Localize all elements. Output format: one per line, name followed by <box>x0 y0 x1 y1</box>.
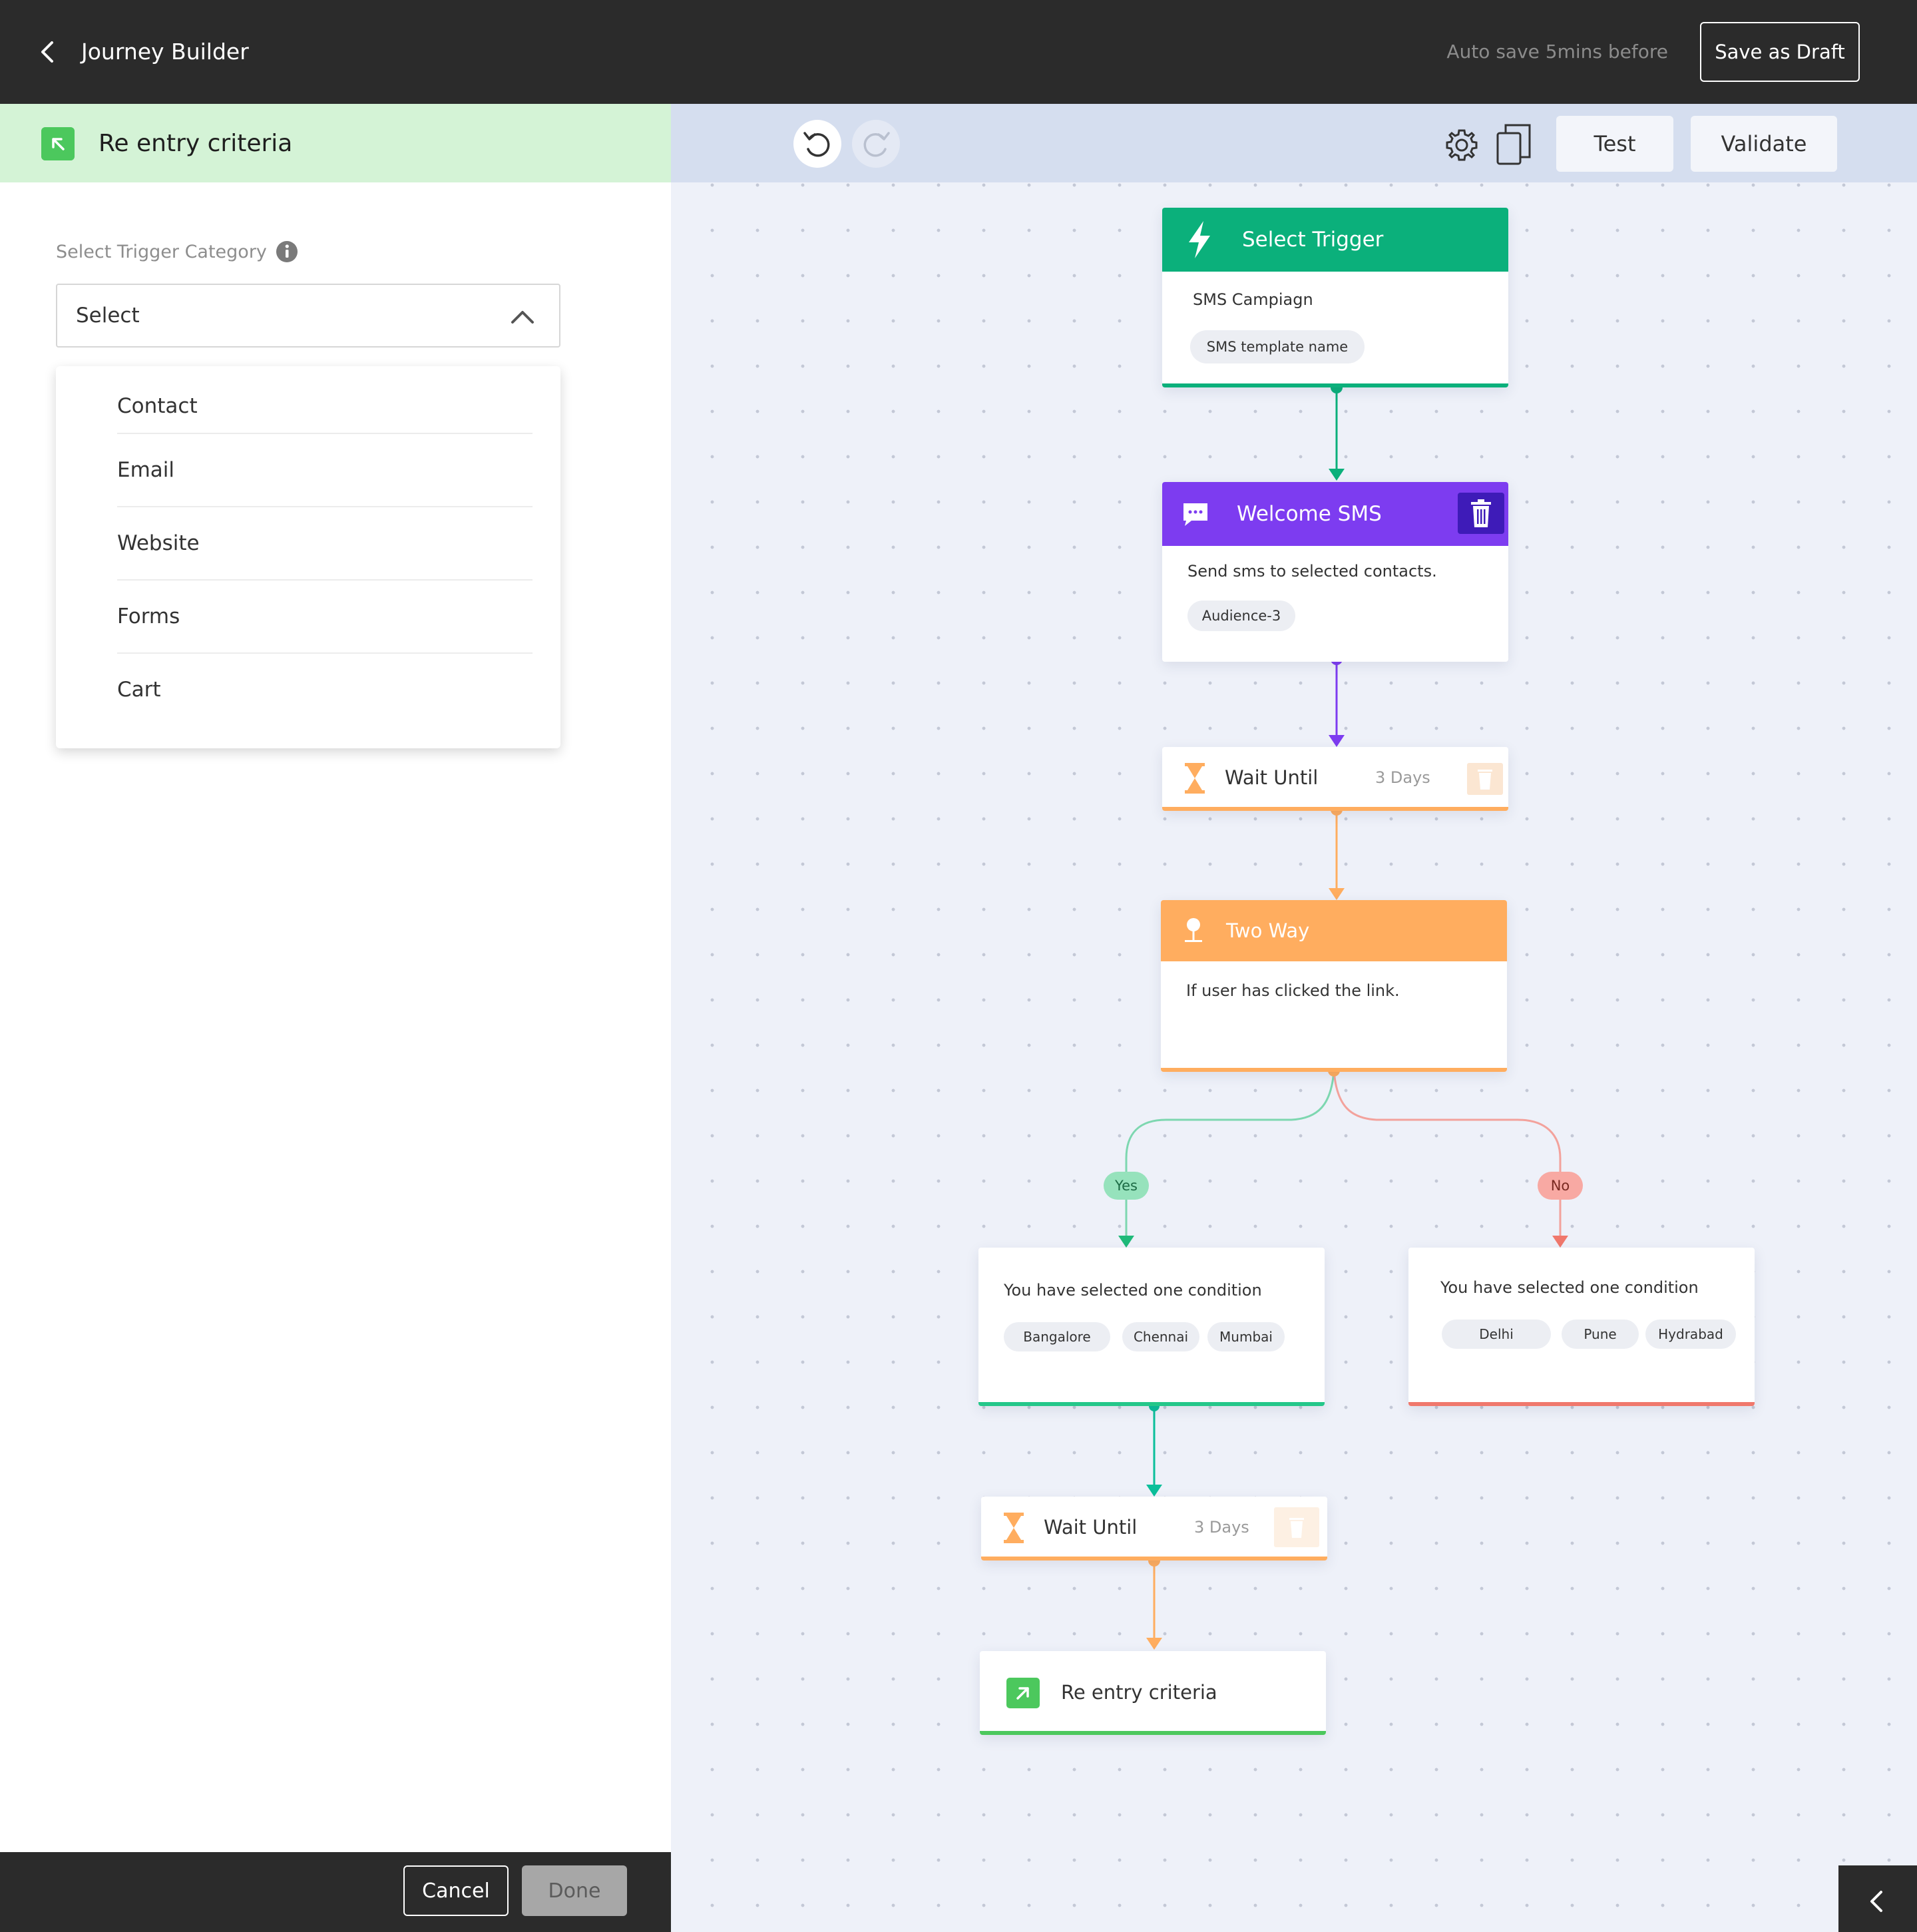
reentry-arrow-icon <box>41 127 75 160</box>
back-arrow-icon[interactable] <box>33 37 63 67</box>
dropdown-option-forms[interactable]: Forms <box>117 581 532 654</box>
reentry-node[interactable]: Re entry criteria <box>980 1651 1326 1735</box>
trash-icon <box>1478 770 1492 790</box>
reentry-arrow-icon <box>1006 1678 1040 1708</box>
hourglass-icon <box>1004 1513 1024 1543</box>
no-condition-node[interactable]: You have selected one condition Delhi Pu… <box>1408 1248 1755 1406</box>
app-title: Journey Builder <box>81 39 249 65</box>
trigger-node-subtitle: SMS Campiagn <box>1193 290 1313 309</box>
panel-footer: Cancel Done <box>0 1852 671 1932</box>
test-button[interactable]: Test <box>1556 116 1673 172</box>
chevron-left-icon <box>1870 1891 1882 1912</box>
done-button[interactable]: Done <box>522 1865 627 1916</box>
panel-header: Re entry criteria <box>0 104 671 182</box>
condition-chip: Bangalore <box>1004 1322 1110 1351</box>
no-condition-accent <box>1408 1402 1755 1406</box>
journey-canvas[interactable] <box>671 104 1917 1932</box>
sms-audience-chip: Audience-3 <box>1187 601 1295 631</box>
two-way-node[interactable]: Two Way If user has clicked the link. <box>1161 900 1507 1072</box>
collapse-panel-button[interactable] <box>1838 1865 1917 1932</box>
lightning-icon <box>1189 221 1210 258</box>
info-icon[interactable] <box>274 239 300 264</box>
top-bar: Journey Builder Auto save 5mins before S… <box>0 0 1917 104</box>
condition-chip: Chennai <box>1122 1322 1199 1351</box>
trigger-template-chip: SMS template name <box>1190 330 1365 363</box>
pin-icon <box>1185 918 1202 942</box>
gear-icon[interactable] <box>1443 126 1480 164</box>
trigger-category-dropdown: Contact Email Website Forms Cart <box>56 366 560 748</box>
hourglass-icon <box>1185 763 1205 794</box>
condition-chip: Delhi <box>1442 1320 1551 1349</box>
wait-node-1-duration: 3 Days <box>1375 768 1430 787</box>
chevron-up-icon <box>511 311 534 324</box>
validate-button[interactable]: Validate <box>1691 116 1837 172</box>
trigger-node-title: Select Trigger <box>1242 228 1384 252</box>
wait-node-2-accent <box>981 1557 1327 1561</box>
wait-node-1-accent <box>1162 807 1508 811</box>
sms-node-title: Welcome SMS <box>1237 502 1382 526</box>
reentry-node-accent <box>980 1731 1326 1735</box>
yes-condition-node[interactable]: You have selected one condition Bangalor… <box>978 1248 1325 1406</box>
wait-node-2[interactable]: Wait Until 3 Days <box>981 1497 1327 1561</box>
wait-node-2-title: Wait Until <box>1044 1516 1138 1539</box>
trigger-node[interactable]: Select Trigger SMS Campiagn SMS template… <box>1162 208 1508 387</box>
undo-button[interactable] <box>793 120 841 168</box>
sms-delete-button[interactable] <box>1458 493 1504 534</box>
chat-bubble-icon <box>1183 503 1207 526</box>
condition-chip: Mumbai <box>1207 1322 1285 1351</box>
side-panel: Re entry criteria Select Trigger Categor… <box>0 104 671 1932</box>
yes-condition-accent <box>978 1402 1325 1406</box>
two-way-node-title: Two Way <box>1226 919 1310 942</box>
dropdown-option-cart[interactable]: Cart <box>117 678 161 702</box>
trash-icon <box>1471 499 1491 527</box>
two-way-node-header: Two Way <box>1161 900 1507 961</box>
trigger-category-select[interactable]: Select <box>56 284 560 348</box>
select-value: Select <box>76 304 140 328</box>
yes-condition-description: You have selected one condition <box>1004 1281 1262 1300</box>
copy-icon[interactable] <box>1495 122 1532 166</box>
dropdown-option-website[interactable]: Website <box>117 507 532 581</box>
no-condition-description: You have selected one condition <box>1440 1278 1699 1297</box>
save-as-draft-button[interactable]: Save as Draft <box>1700 22 1860 82</box>
wait-node-2-duration: 3 Days <box>1194 1518 1249 1537</box>
undo-icon <box>803 132 830 157</box>
sms-node[interactable]: Welcome SMS Send sms to selected contact… <box>1162 482 1508 662</box>
dropdown-option-email[interactable]: Email <box>117 434 532 507</box>
trigger-node-header: Select Trigger <box>1162 208 1508 272</box>
autosave-status: Auto save 5mins before <box>1446 41 1668 63</box>
yes-label: Yes <box>1104 1172 1149 1200</box>
sms-node-description: Send sms to selected contacts. <box>1187 562 1437 581</box>
dropdown-option-contact[interactable]: Contact <box>117 377 532 434</box>
condition-chip: Hydrabad <box>1645 1320 1736 1349</box>
wait-node-1[interactable]: Wait Until 3 Days <box>1162 747 1508 811</box>
two-way-node-accent <box>1161 1068 1507 1072</box>
reentry-node-title: Re entry criteria <box>1061 1681 1217 1704</box>
cancel-button[interactable]: Cancel <box>403 1865 509 1916</box>
wait-node-1-delete-button[interactable] <box>1467 763 1503 795</box>
panel-title: Re entry criteria <box>99 130 293 157</box>
wait-node-2-delete-button[interactable] <box>1274 1507 1319 1547</box>
sms-node-header: Welcome SMS <box>1162 482 1508 546</box>
redo-button[interactable] <box>852 120 900 168</box>
trash-icon <box>1289 1518 1304 1538</box>
two-way-node-description: If user has clicked the link. <box>1186 981 1400 1000</box>
trigger-category-label: Select Trigger Category <box>56 242 267 262</box>
no-label: No <box>1538 1172 1583 1200</box>
redo-icon <box>863 132 890 157</box>
trigger-node-accent <box>1162 383 1508 387</box>
wait-node-1-title: Wait Until <box>1225 766 1319 789</box>
condition-chip: Pune <box>1562 1320 1639 1349</box>
